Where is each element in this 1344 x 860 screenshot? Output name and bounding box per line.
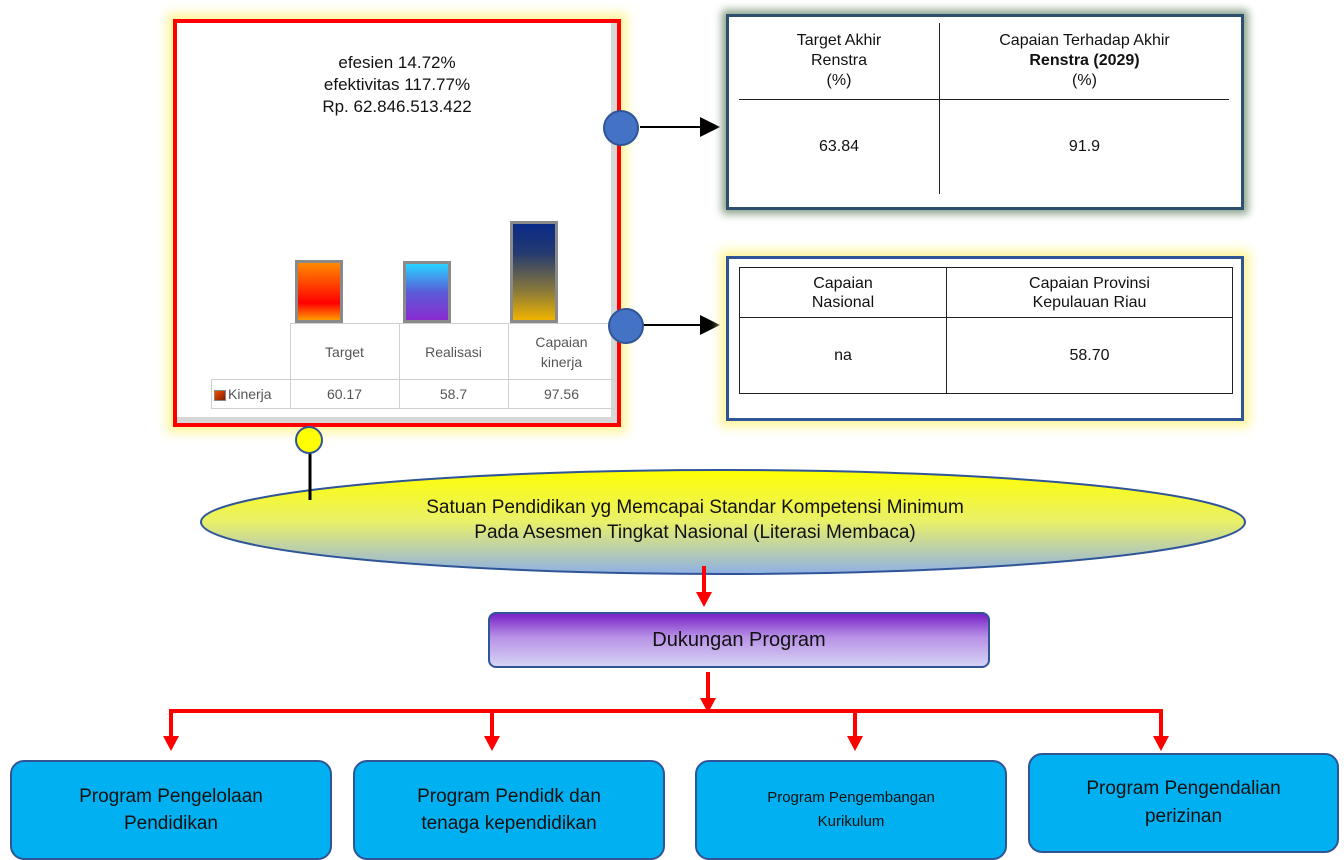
indicator-line-1: Satuan Pendidikan yg Memcapai Standar Ko… bbox=[426, 497, 964, 518]
chart-title-efektivitas: efektivitas 117.77% bbox=[323, 75, 471, 94]
nasional-table: Capaian Nasional Capaian Provinsi Kepula… bbox=[739, 267, 1233, 394]
nasional-table-box: Capaian Nasional Capaian Provinsi Kepula… bbox=[726, 256, 1244, 421]
indicator-ellipse bbox=[200, 469, 1246, 575]
nasional-value-right: 58.70 bbox=[946, 317, 1233, 394]
chart-title-budget: Rp. 62.846.513.422 bbox=[322, 97, 472, 116]
support-program-box: Dukungan Program bbox=[488, 612, 990, 668]
bar-realisasi bbox=[403, 261, 451, 323]
table-corner bbox=[212, 324, 291, 380]
bar-capaian-kinerja bbox=[510, 221, 558, 323]
renstra-value-capaian: 91.9 bbox=[939, 98, 1229, 194]
nasional-header-right: Capaian Provinsi Kepulauan Riau bbox=[946, 267, 1233, 318]
legend-swatch-icon bbox=[214, 389, 226, 401]
red-flow-arrows bbox=[163, 566, 1169, 751]
renstra-header-target: Target Akhir Renstra (%) bbox=[739, 23, 940, 100]
performance-chart-panel: efesien 14.72% efektivitas 117.77% Rp. 6… bbox=[173, 19, 621, 427]
nasional-header-left: Capaian Nasional bbox=[739, 267, 947, 318]
data-label-realisasi: 58.7 bbox=[398, 379, 509, 409]
nasional-value-left: na bbox=[739, 317, 947, 394]
nasional-connector-circle bbox=[608, 308, 644, 344]
renstra-connector-circle bbox=[603, 110, 639, 146]
data-label-capaian: 97.56 bbox=[507, 379, 616, 409]
support-program-label: Dukungan Program bbox=[652, 628, 826, 651]
indicator-label: Satuan Pendidikan yg Memcapai Standar Ko… bbox=[300, 495, 1090, 545]
category-label-realisasi: Realisasi bbox=[398, 323, 509, 380]
data-label-target: 60.17 bbox=[289, 379, 400, 409]
chart-title-efesien: efesien 14.72% bbox=[338, 53, 456, 72]
indicator-line-2: Pada Asesmen Tingkat Nasional (Literasi … bbox=[474, 522, 916, 543]
bar-target bbox=[295, 260, 343, 323]
renstra-table-box: Target Akhir Renstra (%) Capaian Terhada… bbox=[726, 14, 1244, 210]
renstra-table: Target Akhir Renstra (%) Capaian Terhada… bbox=[739, 23, 1229, 194]
ellipse-connector-circle bbox=[295, 426, 323, 454]
series-legend-kinerja: Kinerja bbox=[211, 379, 291, 409]
renstra-value-target: 63.84 bbox=[739, 98, 940, 194]
category-label-target: Target bbox=[289, 323, 400, 380]
renstra-header-capaian: Capaian Terhadap Akhir Renstra (2029) (%… bbox=[939, 23, 1229, 100]
